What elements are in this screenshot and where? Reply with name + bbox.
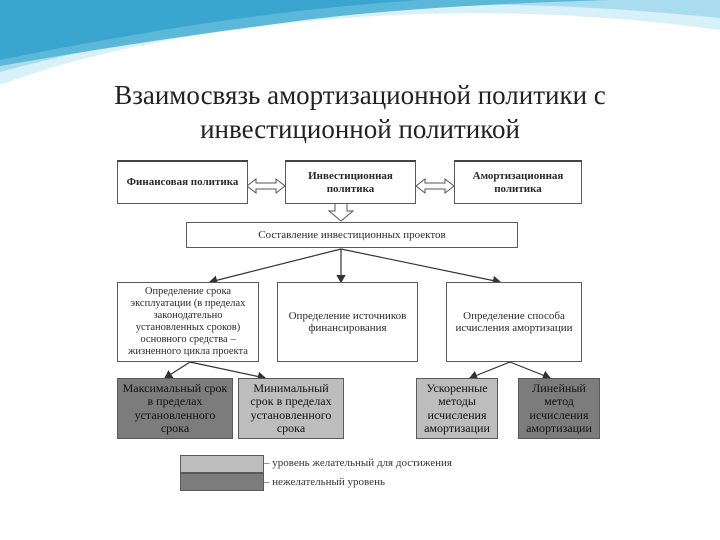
depreciation-method-box: Определение способа исчисления амортизац… <box>446 282 582 362</box>
accelerated-methods-box: Ускоренные методы исчисления амортизации <box>416 378 498 439</box>
min-term-box: Минимальный срок в пределах установленно… <box>238 378 344 439</box>
financial-policy-box: Финансовая политика <box>117 160 248 204</box>
project-compilation-label: Составление инвестиционных проектов <box>258 228 446 241</box>
header-wave-decoration <box>0 0 720 85</box>
linear-method-box: Линейный метод исчисления амортизации <box>518 378 600 439</box>
linear-method-label: Линейный метод исчисления амортизации <box>526 380 592 435</box>
title-line-2: инвестиционной политикой <box>200 114 520 144</box>
title-line-1: Взаимосвязь амортизационной политики с <box>114 80 606 110</box>
legend-desirable-label: – уровень желательный для достижения <box>264 457 452 469</box>
legend-desirable-swatch <box>180 455 264 473</box>
depreciation-policy-box: Амортизационная политика <box>454 160 582 204</box>
max-term-label: Максимальный срок в пределах установленн… <box>122 380 228 435</box>
investment-policy-box: Инвестиционная политика <box>285 160 416 204</box>
slide-title: Взаимосвязь амортизационной политики с и… <box>60 78 660 146</box>
max-term-box: Максимальный срок в пределах установленн… <box>117 378 233 439</box>
term-determination-label: Определение срока эксплуатации (в предел… <box>128 286 248 357</box>
legend-undesirable-label: – нежелательный уровень <box>264 476 385 488</box>
funding-sources-label: Определение источников финансирования <box>288 309 407 335</box>
investment-policy-label: Инвестиционная политика <box>308 170 393 195</box>
project-compilation-box: Составление инвестиционных проектов <box>186 222 518 248</box>
hollow-down-arrow <box>327 202 355 222</box>
depreciation-policy-label: Амортизационная политика <box>472 170 564 195</box>
min-term-label: Минимальный срок в пределах установленно… <box>250 380 332 435</box>
funding-sources-box: Определение источников финансирования <box>277 282 418 362</box>
term-determination-box: Определение срока эксплуатации (в предел… <box>117 282 259 362</box>
double-arrow-left <box>246 177 286 195</box>
accelerated-methods-label: Ускоренные методы исчисления амортизации <box>424 380 490 435</box>
legend-undesirable-swatch <box>180 473 264 491</box>
financial-policy-label: Финансовая политика <box>126 176 239 189</box>
depreciation-method-label: Определение способа исчисления амортизац… <box>455 309 573 335</box>
double-arrow-right <box>415 177 455 195</box>
